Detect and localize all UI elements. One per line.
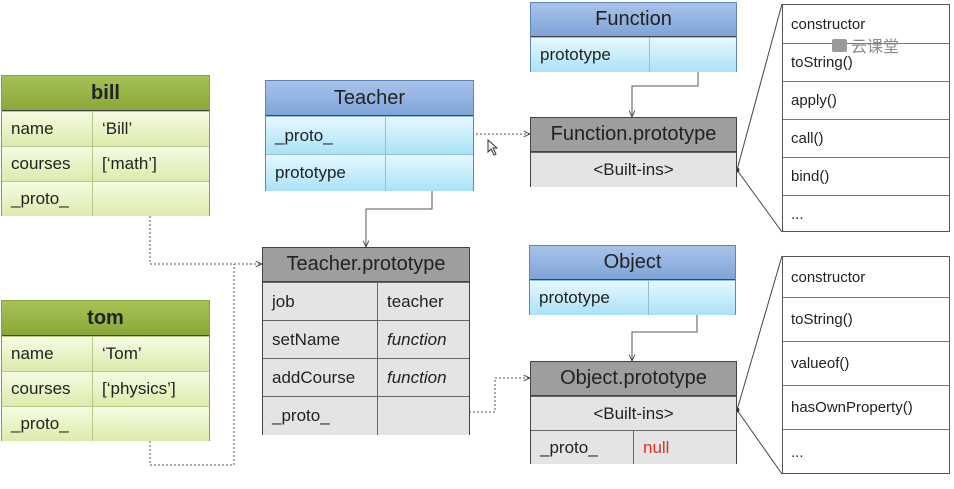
watermark: 云课堂	[832, 33, 899, 57]
tom-row-courses: courses [‘physics’]	[2, 371, 209, 406]
teacher-row-proto: _proto_	[266, 116, 473, 154]
object-title: Object	[530, 246, 735, 280]
function-prototype-object: Function.prototype <Built-ins>	[530, 117, 737, 187]
teacher-row-prototype: prototype	[266, 154, 473, 191]
object-prototype-title: Object.prototype	[531, 362, 736, 396]
object-methods-list: constructor toString() valueof() hasOwnP…	[782, 256, 950, 474]
function-methods-list: constructor toString() apply() call() bi…	[782, 4, 950, 232]
list-item: constructor	[791, 15, 866, 33]
teacher-title: Teacher	[266, 81, 473, 116]
tom-row-name: name ‘Tom’	[2, 336, 209, 371]
teacher-prototype-title: Teacher.prototype	[263, 248, 469, 282]
object-prototype-builtins: <Built-ins>	[531, 396, 736, 430]
bill-title: bill	[2, 76, 209, 111]
object-row-prototype: prototype	[530, 280, 735, 315]
list-item: valueof()	[783, 341, 949, 385]
function-prototype-builtins: <Built-ins>	[531, 152, 736, 187]
list-item: constructor	[791, 268, 866, 286]
list-item: call()	[783, 119, 949, 157]
function-prototype-title: Function.prototype	[531, 118, 736, 152]
watermark-text: 云课堂	[851, 39, 900, 56]
list-item: toString()	[783, 43, 949, 81]
object-constructor: Object prototype	[529, 245, 736, 315]
tom-object: tom name ‘Tom’ courses [‘physics’] _prot…	[1, 300, 210, 441]
bill-proto-link	[149, 200, 262, 264]
teacher-prototype-row-proto: _proto_	[263, 396, 469, 435]
list-item: hasOwnProperty()	[783, 385, 949, 429]
teacher-prototype-row-setname: setName function	[263, 320, 469, 358]
list-item: bind()	[783, 157, 949, 195]
bill-row-courses: courses [‘math’]	[2, 146, 209, 181]
object-prototype-object: Object.prototype <Built-ins> _proto_ nul…	[530, 361, 737, 464]
mouse-cursor-icon	[487, 138, 499, 156]
tom-row-proto: _proto_	[2, 406, 209, 441]
object-builtins-expand	[736, 255, 783, 475]
function-title: Function	[531, 3, 736, 37]
null-value: null	[633, 431, 736, 464]
cloud-logo-icon	[832, 38, 847, 52]
teacher-constructor: Teacher _proto_ prototype	[265, 80, 474, 191]
teacher-prototype-row-job: job teacher	[263, 282, 469, 320]
teacher-prototype-object: Teacher.prototype job teacher setName fu…	[262, 247, 470, 435]
function-constructor: Function prototype	[530, 2, 737, 72]
list-item: apply()	[783, 81, 949, 119]
function-row-prototype: prototype	[531, 37, 736, 72]
bill-object: bill name ‘Bill’ courses [‘math’] _proto…	[1, 75, 210, 216]
teacher-prototype-row-addcourse: addCourse function	[263, 358, 469, 396]
bill-row-name: name ‘Bill’	[2, 111, 209, 146]
function-builtins-expand	[736, 3, 783, 233]
tom-title: tom	[2, 301, 209, 336]
object-prototype-row-proto: _proto_ null	[531, 430, 736, 464]
bill-row-proto: _proto_	[2, 181, 209, 216]
tom-proto-link	[149, 264, 235, 466]
teacherproto-proto-link	[425, 378, 530, 413]
list-item: ...	[783, 195, 949, 232]
list-item: ...	[783, 429, 949, 474]
list-item: toString()	[783, 297, 949, 341]
